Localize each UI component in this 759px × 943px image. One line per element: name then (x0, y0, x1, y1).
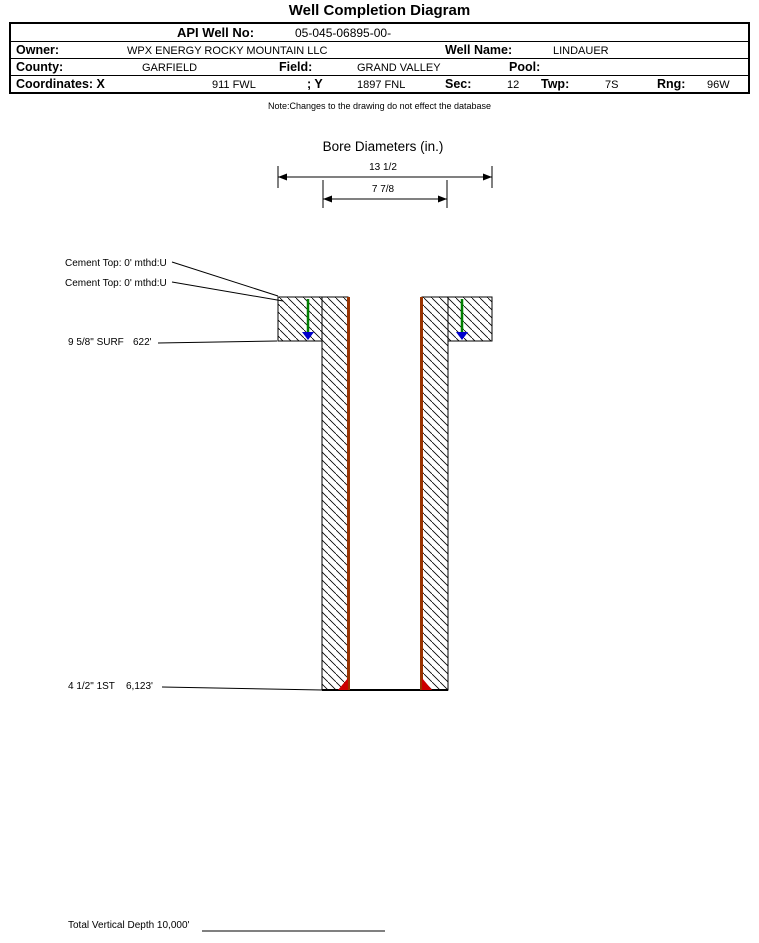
leader-cement-top-2 (171, 281, 284, 302)
county-label: County: (16, 60, 64, 74)
arrowhead-right-icon (438, 195, 447, 203)
pool-label: Pool: (509, 60, 541, 74)
dimension-outer: 13 1/2 (277, 162, 493, 188)
sec-value: 12 (507, 79, 520, 91)
field-value: GRAND VALLEY (357, 62, 441, 74)
info-row-coordinates: Coordinates: X 911 FWL ; Y 1897 FNL Sec:… (11, 75, 748, 92)
casing-shoe-right-icon (456, 332, 468, 340)
surface-casing-right (447, 296, 493, 342)
production-casing-depth: 6,123' (126, 681, 153, 692)
total-depth-label: Total Vertical Depth 10,000' (68, 920, 190, 931)
owner-label: Owner: (16, 43, 60, 57)
owner-value: WPX ENERGY ROCKY MOUNTAIN LLC (127, 45, 328, 57)
well-name-label: Well Name: (445, 43, 513, 57)
production-casing-label: 4 1/2" 1ST (68, 681, 115, 692)
casing-shoe-left-icon (302, 332, 314, 340)
coordinates-x-value: 911 FWL (212, 79, 256, 91)
coordinates-y-label: ; Y (307, 77, 323, 91)
leader-cement-top-1 (171, 261, 279, 297)
page-title: Well Completion Diagram (288, 2, 471, 19)
production-casing-right (421, 296, 449, 691)
leader-production-casing (161, 686, 323, 691)
arrowhead-right-icon (483, 173, 492, 181)
surface-casing-depth: 622' (133, 337, 152, 348)
twp-value: 7S (605, 79, 619, 91)
well-info-table: API Well No: 05-045-06895-00- Owner: WPX… (9, 22, 750, 94)
cement-top-label-2: Cement Top: 0' mthd:U (65, 278, 167, 289)
leader-surface-casing (157, 340, 278, 344)
bore-diameters-title: Bore Diameters (in.) (323, 139, 444, 154)
coordinates-y-value: 1897 FNL (357, 79, 406, 91)
coordinates-label: Coordinates: X (16, 77, 105, 91)
api-value: 05-045-06895-00- (295, 26, 392, 40)
cement-top-label-1: Cement Top: 0' mthd:U (65, 258, 167, 269)
rng-value: 96W (707, 79, 730, 91)
info-row-county: County: GARFIELD Field: GRAND VALLEY Poo… (11, 58, 748, 75)
plug-marker-left-icon (338, 678, 348, 690)
api-label: API Well No: (177, 25, 255, 40)
well-name-value: LINDAUER (553, 45, 609, 57)
rng-label: Rng: (657, 77, 686, 91)
county-value: GARFIELD (142, 62, 198, 74)
twp-label: Twp: (541, 77, 570, 91)
casing-cross-sections (277, 296, 493, 691)
info-row-owner: Owner: WPX ENERGY ROCKY MOUNTAIN LLC Wel… (11, 41, 748, 58)
field-label: Field: (279, 60, 313, 74)
plug-marker-right-icon (422, 678, 432, 690)
dimension-inner-label: 7 7/8 (372, 184, 395, 195)
production-casing-left (321, 296, 349, 691)
wellbore-diagram: Bore Diameters (in.) 13 1/2 7 7/8 (65, 139, 493, 932)
database-note: Note:Changes to the drawing do not effec… (268, 101, 491, 111)
arrowhead-left-icon (323, 195, 332, 203)
sec-label: Sec: (445, 77, 472, 91)
dimension-inner: 7 7/8 (322, 180, 448, 208)
dimension-outer-label: 13 1/2 (369, 162, 397, 173)
arrowhead-left-icon (278, 173, 287, 181)
info-row-api: API Well No: 05-045-06895-00- (11, 24, 748, 41)
surface-casing-left (277, 296, 323, 342)
surface-casing-label: 9 5/8" SURF (68, 337, 124, 348)
